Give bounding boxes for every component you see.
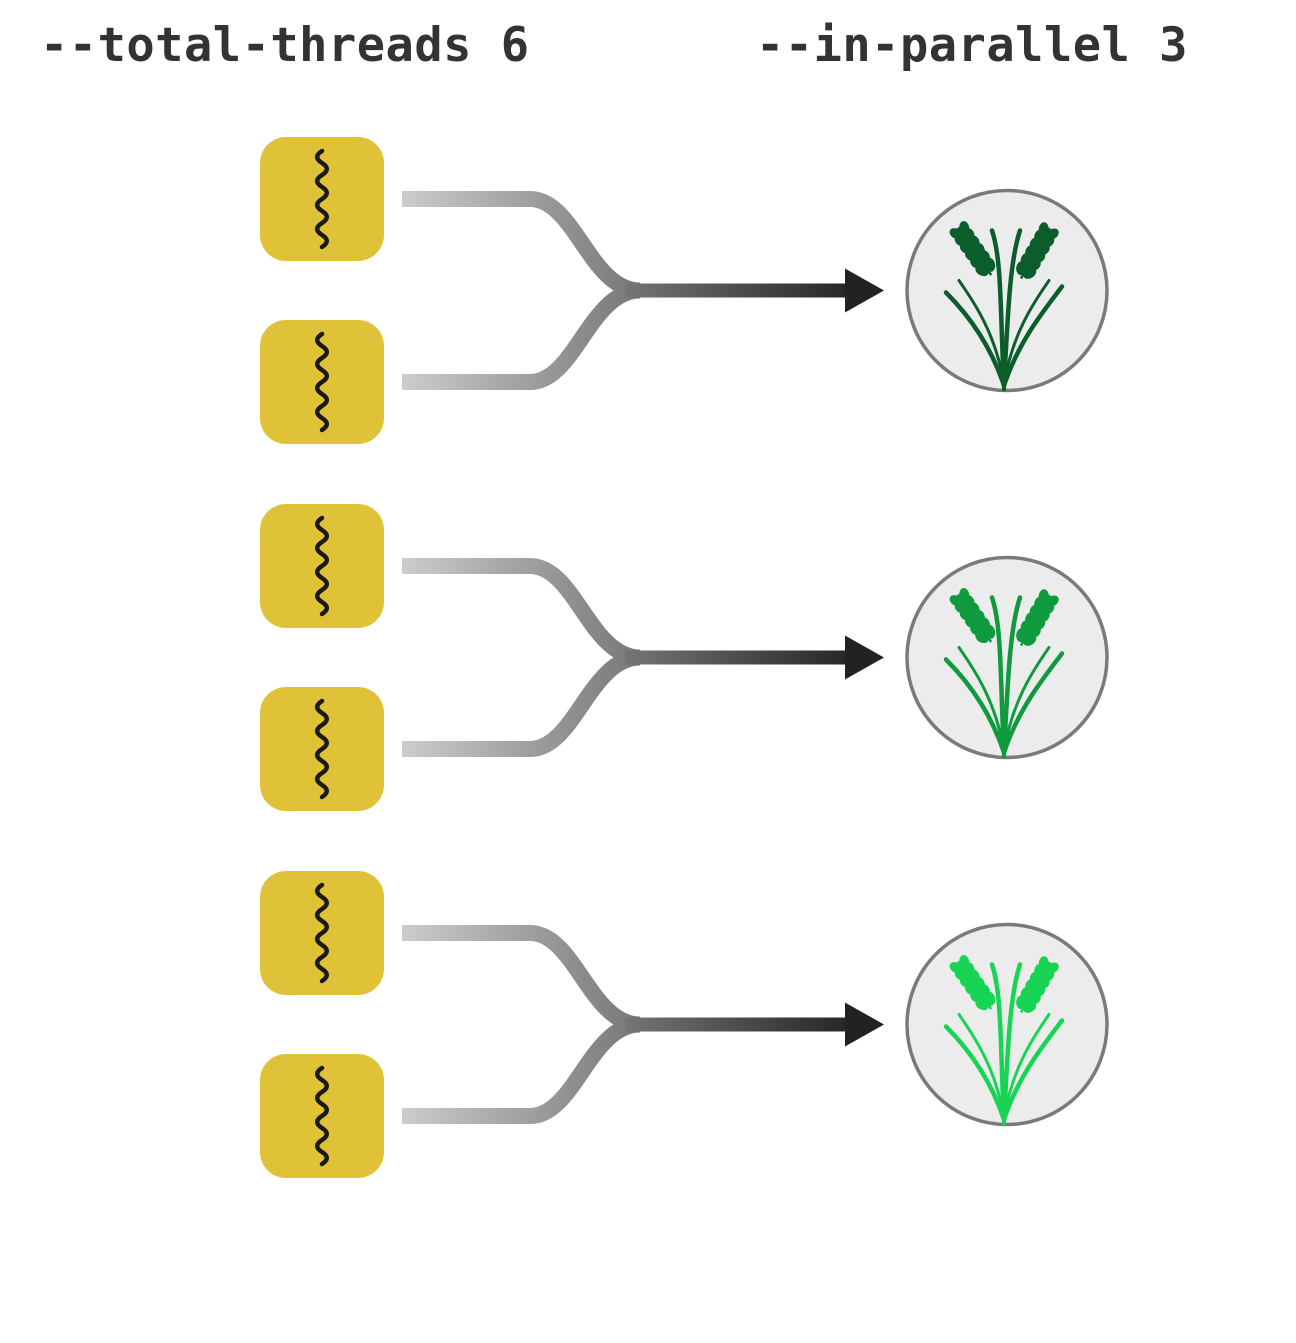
wheat-grain — [1016, 995, 1027, 1010]
thread-group-1 — [260, 137, 1109, 444]
thread-squiggle-icon — [314, 148, 330, 250]
plant-leaf — [989, 962, 1007, 1122]
connector-branch — [402, 558, 641, 666]
plant-leaf — [989, 595, 1007, 755]
thread-squiggle-icon — [314, 698, 330, 800]
wheat-plant-icon — [943, 588, 1065, 759]
plant-leaf — [943, 290, 1007, 388]
plant-leaf — [1002, 279, 1051, 387]
wheat-head — [1016, 589, 1059, 647]
arrow-head — [845, 635, 884, 680]
plant-leaf — [957, 279, 1006, 387]
plant-leaf — [957, 646, 1006, 754]
plant-leaf — [957, 1013, 1006, 1121]
plant-leaf — [1001, 1018, 1065, 1122]
wheat-grain — [1023, 1001, 1037, 1013]
plant-leaf — [1001, 651, 1065, 755]
wheat-grain — [975, 265, 989, 277]
plant-leaf — [1001, 962, 1023, 1122]
wheat-grain — [985, 624, 996, 639]
wheat-grain — [1023, 267, 1037, 279]
thread-group-2 — [260, 504, 1109, 811]
plant-leaf — [1001, 595, 1023, 755]
thread-squiggle-icon — [314, 331, 330, 433]
thread-squiggle-icon — [314, 1065, 330, 1167]
plant-leaf — [1002, 1013, 1051, 1121]
wheat-plant-icon — [943, 955, 1065, 1126]
plant-leaf — [989, 228, 1007, 388]
plant-leaf — [1001, 228, 1023, 388]
arrow-head — [845, 1002, 884, 1047]
connector-branch — [402, 649, 641, 757]
connector-branch — [402, 1016, 641, 1124]
plant-leaf — [1001, 284, 1065, 388]
wheat-grain — [985, 991, 996, 1006]
plant-leaf — [1002, 646, 1051, 754]
thread-group-3 — [260, 871, 1109, 1178]
wheat-grain — [1016, 261, 1027, 276]
thread-squiggle-icon — [314, 515, 330, 617]
total-threads-label: --total-threads 6 — [40, 18, 530, 73]
wheat-grain — [985, 257, 996, 272]
wheat-head — [949, 221, 996, 277]
wheat-head — [1016, 222, 1059, 280]
wheat-plant-icon — [943, 221, 1065, 392]
connector-branch — [402, 925, 641, 1033]
wheat-grain — [1016, 628, 1027, 643]
in-parallel-label: --in-parallel 3 — [756, 18, 1188, 73]
connector-branch — [402, 191, 641, 299]
wheat-grain — [1023, 634, 1037, 646]
arrow-head — [845, 268, 884, 313]
thread-squiggle-icon — [314, 882, 330, 984]
plant-leaf — [943, 657, 1007, 755]
wheat-head — [1016, 956, 1059, 1014]
wheat-head — [949, 588, 996, 644]
connector-branch — [402, 282, 641, 390]
wheat-grain — [975, 999, 989, 1011]
wheat-head — [949, 955, 996, 1011]
wheat-grain — [975, 632, 989, 644]
plant-leaf — [943, 1024, 1007, 1122]
